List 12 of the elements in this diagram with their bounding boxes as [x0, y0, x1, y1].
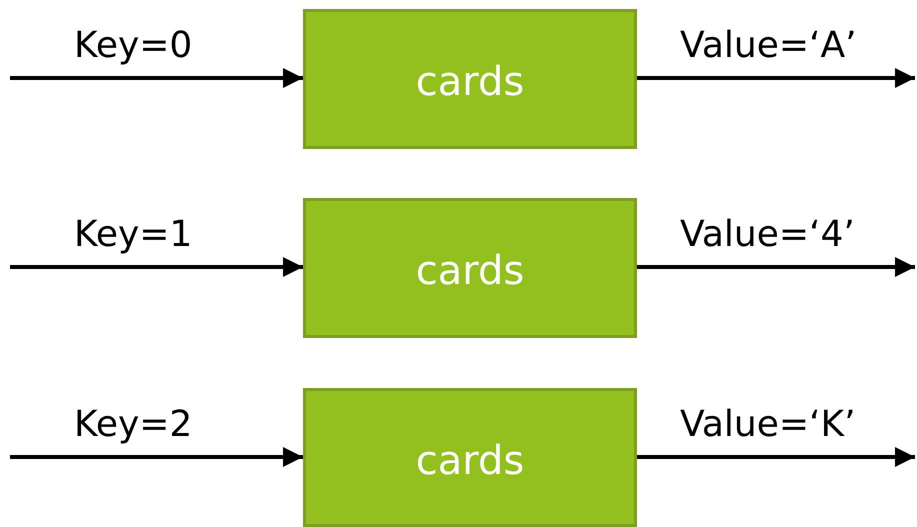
- process-box: [303, 388, 637, 527]
- process-box: [303, 9, 637, 149]
- box-label: cards: [416, 248, 524, 294]
- box-label: cards: [416, 59, 524, 105]
- arrow: [10, 68, 303, 88]
- arrow: [637, 257, 915, 277]
- process-box: [303, 198, 637, 338]
- arrow: [637, 447, 915, 467]
- arrow: [10, 447, 303, 467]
- arrow: [10, 257, 303, 277]
- box-label: cards: [416, 438, 524, 484]
- arrow: [637, 68, 915, 88]
